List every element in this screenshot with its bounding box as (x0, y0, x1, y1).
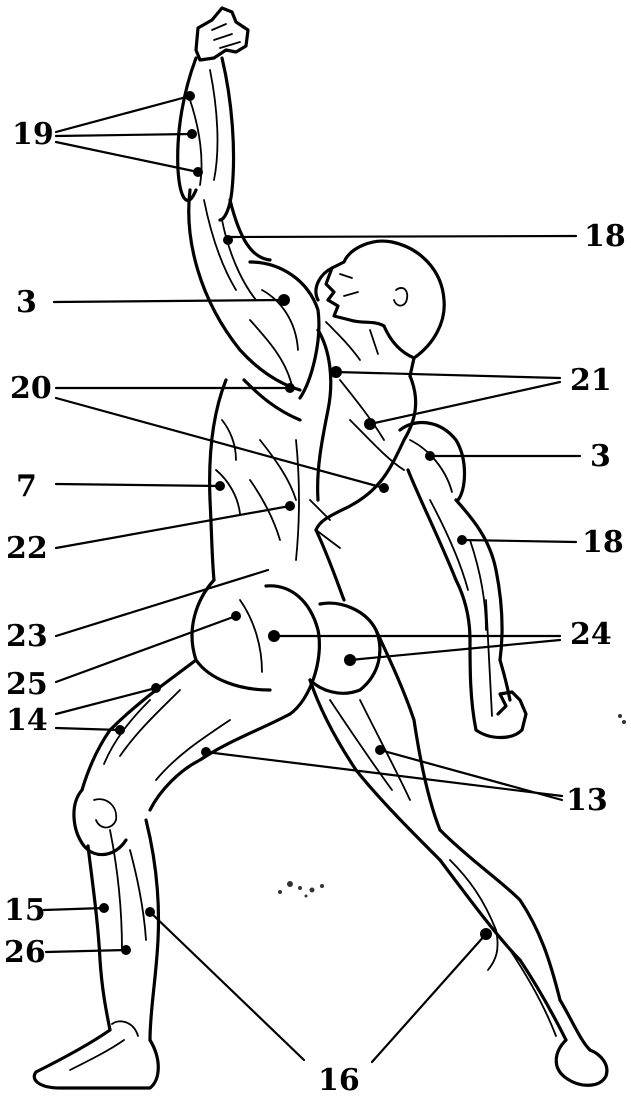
label-3-right-shoulder: 3 (590, 439, 611, 474)
label-14: 14 (6, 703, 48, 738)
number-labels: 19 18 3 21 20 3 7 18 22 24 23 25 14 13 1… (4, 117, 626, 1096)
muscle-dots (99, 91, 492, 955)
label-3-left-shoulder: 3 (16, 285, 37, 320)
label-18-upper-arm: 18 (584, 219, 626, 254)
label-7: 7 (16, 469, 37, 504)
label-15: 15 (4, 893, 46, 928)
label-22: 22 (6, 531, 48, 566)
label-18-right-arm: 18 (582, 525, 624, 560)
label-25: 25 (6, 667, 48, 702)
label-23: 23 (6, 619, 48, 654)
label-24: 24 (570, 617, 612, 652)
label-21: 21 (570, 363, 612, 398)
label-20: 20 (10, 371, 52, 406)
label-13: 13 (566, 783, 608, 818)
label-16: 16 (318, 1063, 360, 1096)
figure-outline (34, 8, 607, 1088)
label-19: 19 (12, 117, 54, 152)
label-26: 26 (4, 935, 46, 970)
leader-lines (44, 96, 580, 1062)
